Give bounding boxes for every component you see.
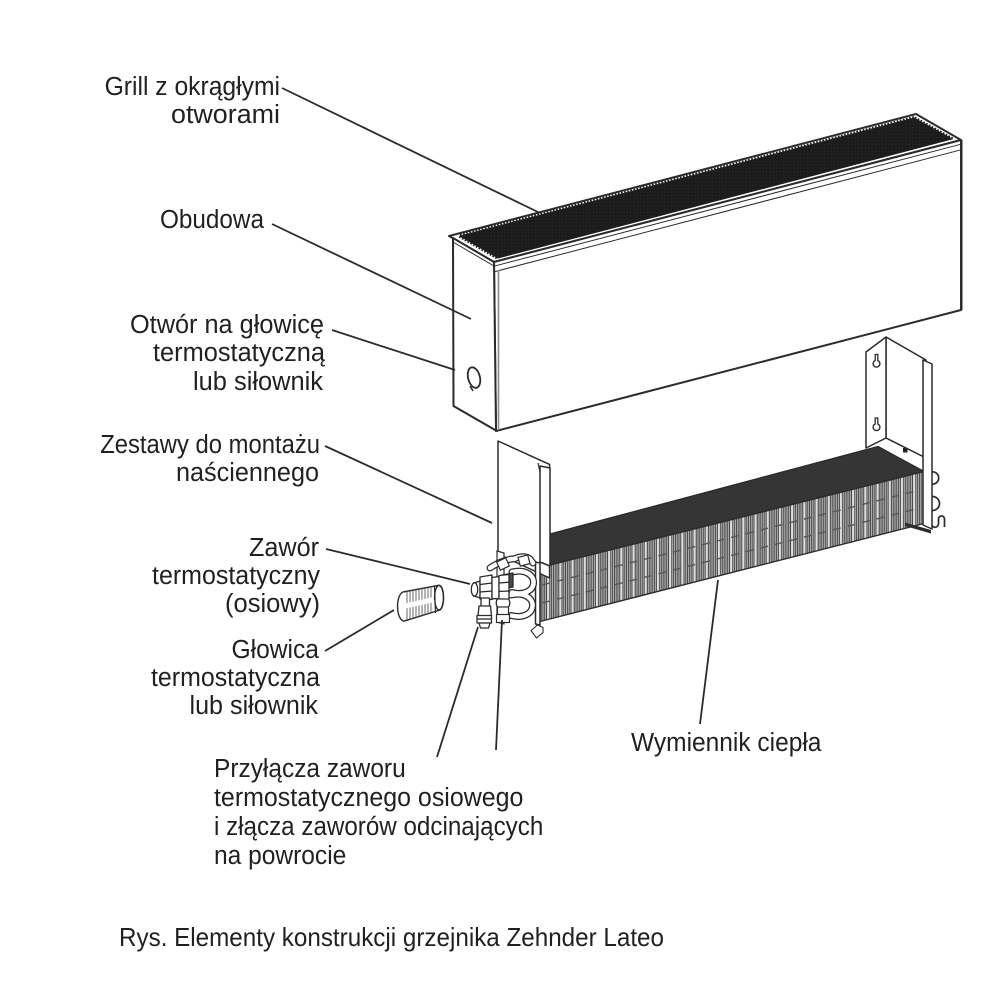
svg-text:termostatyczna: termostatyczna bbox=[151, 664, 321, 692]
svg-text:Zestawy do montażu: Zestawy do montażu bbox=[100, 431, 320, 459]
svg-text:termostatyczny: termostatyczny bbox=[152, 562, 320, 590]
svg-text:termostatyczną: termostatyczną bbox=[153, 339, 326, 367]
svg-text:otworami: otworami bbox=[171, 101, 280, 129]
svg-text:lub siłownik: lub siłownik bbox=[193, 368, 323, 396]
svg-text:naściennego: naściennego bbox=[176, 459, 319, 487]
svg-text:Głowica: Głowica bbox=[232, 636, 320, 664]
svg-text:termostatycznego osiowego: termostatycznego osiowego bbox=[214, 784, 523, 812]
svg-text:(osiowy): (osiowy) bbox=[225, 590, 320, 618]
svg-text:na powrocie: na powrocie bbox=[214, 842, 346, 870]
svg-text:Obudowa: Obudowa bbox=[160, 206, 265, 234]
svg-text:Wymiennik ciepła: Wymiennik ciepła bbox=[631, 729, 822, 757]
svg-text:Otwór na głowicę: Otwór na głowicę bbox=[130, 311, 324, 339]
svg-text:Grill z okrągłymi: Grill z okrągłymi bbox=[105, 73, 280, 101]
svg-text:i złącza zaworów odcinających: i złącza zaworów odcinających bbox=[214, 813, 543, 841]
svg-text:Rys. Elementy konstrukcji grze: Rys. Elementy konstrukcji grzejnika Zehn… bbox=[119, 922, 664, 952]
svg-text:lub siłownik: lub siłownik bbox=[190, 692, 319, 720]
svg-text:Przyłącza zaworu: Przyłącza zaworu bbox=[214, 755, 406, 783]
svg-text:Zawór: Zawór bbox=[249, 534, 319, 562]
